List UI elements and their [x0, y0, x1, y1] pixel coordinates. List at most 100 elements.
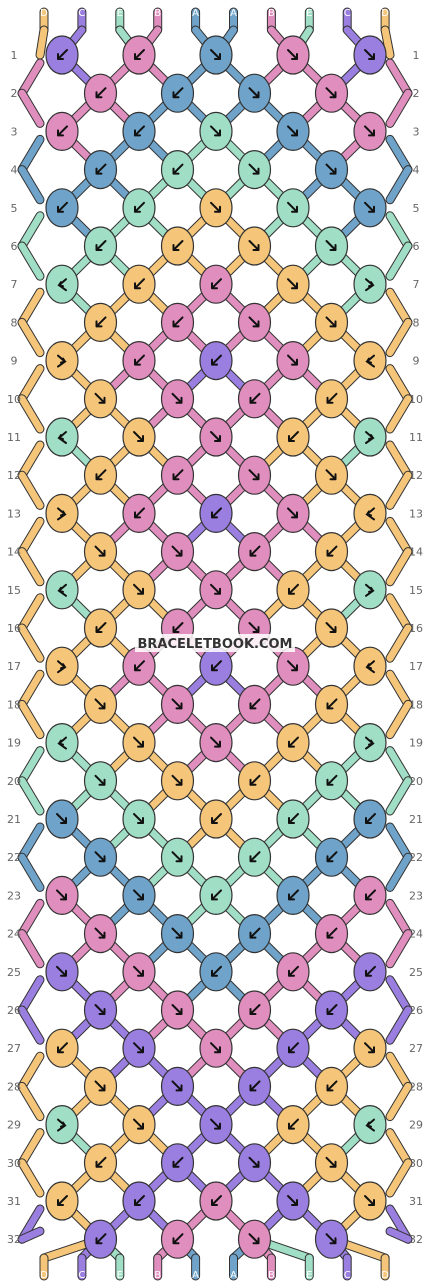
arrow-down-left-icon	[172, 240, 184, 251]
knot	[314, 684, 349, 725]
arrow-forward-right-icon	[57, 1118, 67, 1132]
knot	[83, 531, 118, 572]
knot	[353, 417, 387, 457]
arrow-down-right-icon	[325, 316, 337, 328]
arrow-down-right-icon	[287, 201, 298, 213]
arrow-down-left-icon	[95, 87, 107, 99]
string-letter-top: C	[344, 8, 351, 19]
knot	[314, 608, 349, 648]
knot	[314, 1143, 349, 1183]
knot	[314, 1219, 349, 1259]
knot	[83, 684, 118, 725]
knot	[160, 761, 195, 801]
knot	[160, 150, 195, 190]
knot	[160, 531, 195, 572]
knot	[276, 570, 310, 610]
arrow-down-right-icon	[171, 545, 183, 557]
knot	[353, 1104, 387, 1145]
arrow-down-left-icon	[172, 316, 184, 328]
row-number-right: 24	[409, 928, 423, 941]
arrow-forward-right-icon	[365, 431, 375, 444]
row-number-left: 24	[7, 928, 21, 941]
arrow-down-right-icon	[210, 736, 221, 748]
knot	[122, 341, 156, 381]
knot	[314, 73, 349, 113]
row-number-left: 13	[7, 507, 21, 520]
edge-thread-left	[18, 1052, 44, 1090]
arrow-down-left-icon	[95, 622, 107, 633]
knot	[237, 531, 272, 572]
arrow-down-right-icon	[325, 469, 337, 481]
knot	[314, 531, 349, 572]
arrow-down-right-icon	[56, 813, 67, 824]
string-letter-top: C	[78, 8, 85, 19]
row-number-right: 15	[409, 584, 423, 597]
knot-oval	[353, 341, 387, 381]
knot	[276, 646, 310, 686]
knot	[83, 73, 118, 113]
arrow-down-left-icon	[365, 813, 376, 824]
row-number-left: 28	[7, 1080, 21, 1093]
arrow-down-left-icon	[326, 392, 338, 404]
knot	[83, 1143, 118, 1183]
arrow-down-right-icon	[210, 1042, 221, 1054]
row-number-right: 11	[409, 431, 423, 444]
row-number-left: 27	[7, 1042, 21, 1055]
arrow-down-right-icon	[287, 660, 298, 672]
edge-thread-right	[386, 976, 412, 1014]
arrow-down-left-icon	[211, 965, 222, 977]
arrow-down-left-icon	[211, 813, 222, 824]
arrow-down-right-icon	[133, 1042, 144, 1054]
arrow-down-left-icon	[134, 660, 145, 672]
arrow-down-right-icon	[133, 736, 144, 748]
knot	[199, 493, 233, 534]
arrow-down-right-icon	[133, 1118, 144, 1130]
arrow-down-right-icon	[248, 1156, 260, 1168]
arrow-forward-right-icon	[365, 583, 375, 597]
arrow-down-left-icon	[57, 1195, 68, 1206]
arrow-down-left-icon	[172, 1156, 184, 1168]
edge-thread-right	[386, 395, 412, 433]
string-letter-bottom: A	[192, 1270, 199, 1281]
knot	[45, 799, 79, 839]
knot	[237, 455, 272, 495]
edge-thread-right	[386, 365, 412, 403]
knot-oval	[45, 1104, 79, 1145]
knot	[45, 341, 79, 381]
edge-thread-right	[386, 517, 412, 556]
knot	[160, 837, 195, 877]
row-number-right: 8	[413, 316, 420, 329]
arrow-down-left-icon	[57, 125, 68, 137]
arrow-down-right-icon	[248, 316, 260, 328]
row-number-right: 30	[409, 1157, 423, 1170]
arrow-down-right-icon	[364, 125, 375, 137]
arrow-down-right-icon	[325, 163, 337, 175]
knot	[237, 73, 272, 113]
string-letter-top: A	[230, 8, 237, 19]
arrow-down-right-icon	[133, 889, 144, 901]
arrow-down-left-icon	[172, 469, 184, 481]
row-number-left: 7	[11, 278, 18, 291]
knot	[160, 684, 195, 725]
edge-thread-right	[386, 89, 412, 127]
knot	[276, 1028, 310, 1068]
row-number-left: 12	[7, 469, 21, 482]
row-number-right: 20	[409, 775, 423, 788]
knot	[314, 379, 349, 419]
arrow-forward-left-icon	[365, 507, 375, 521]
edge-thread-right	[386, 823, 412, 861]
edge-thread-right	[386, 471, 412, 509]
row-number-left: 9	[11, 355, 18, 368]
edge-thread-left	[18, 548, 44, 586]
arrow-down-left-icon	[326, 1004, 338, 1015]
arrow-down-left-icon	[211, 507, 222, 519]
edge-thread-right	[386, 670, 412, 708]
edge-thread-right	[386, 166, 412, 204]
knot	[83, 913, 118, 954]
knot	[353, 646, 387, 686]
edge-thread-right	[386, 242, 412, 280]
knot	[353, 188, 387, 228]
knot	[45, 875, 79, 916]
knot	[160, 1066, 195, 1107]
string-letter-bottom: E	[306, 1270, 312, 1281]
